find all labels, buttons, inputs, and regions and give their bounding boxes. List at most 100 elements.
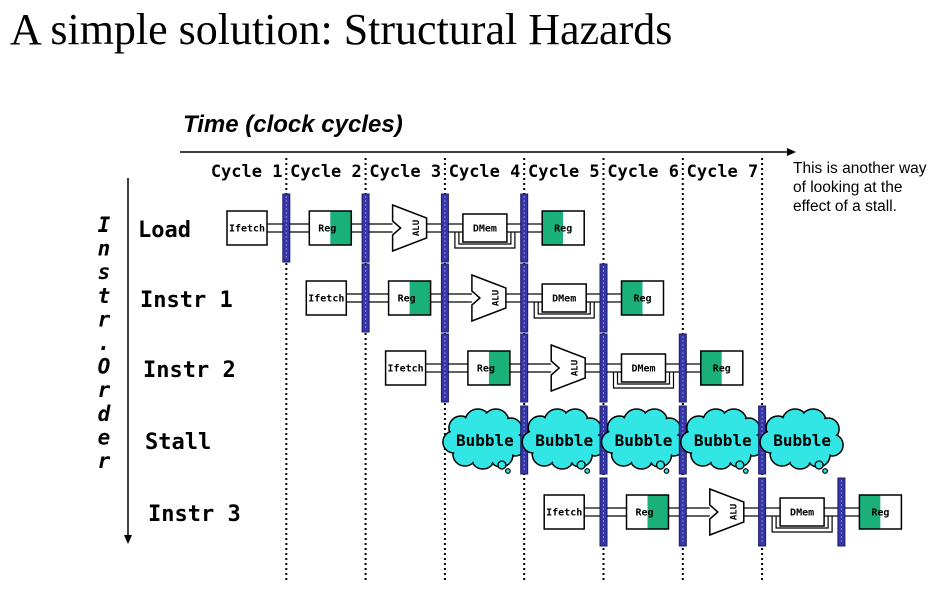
time-axis-label: Time (clock cycles) xyxy=(183,111,403,138)
reg-box xyxy=(620,280,665,316)
dmem-bypass-wire xyxy=(771,516,833,533)
instruction-order-letter: r xyxy=(98,449,111,473)
bubble-tail xyxy=(663,468,670,474)
bubble-label: Bubble xyxy=(615,431,673,450)
reg-label: Reg xyxy=(713,364,731,375)
bubble-label: Bubble xyxy=(773,431,831,450)
pipeline-row: Ifetch Reg ALU DMem Reg xyxy=(305,263,665,333)
bubble-fill xyxy=(779,417,825,463)
dmem-label: DMem xyxy=(473,224,497,235)
bubble: Bubble xyxy=(680,408,765,474)
reg-write-half xyxy=(542,211,564,245)
bubble-fill xyxy=(602,432,623,452)
ifetch-label: Ifetch xyxy=(229,224,265,235)
bubble-fill xyxy=(462,417,508,463)
instruction-order-letter: O xyxy=(98,355,111,379)
alu-label: ALU xyxy=(571,360,581,376)
cycle-label: Cycle 5 xyxy=(528,162,600,182)
bubble-fill xyxy=(541,417,587,463)
ifetch-box xyxy=(226,210,268,246)
bubble-tail xyxy=(584,468,591,474)
row-label: Instr 2 xyxy=(143,358,236,383)
reg-read-half xyxy=(467,351,489,385)
reg-label: Reg xyxy=(633,294,651,305)
ifetch-box xyxy=(384,350,427,386)
cycle-label: Cycle 4 xyxy=(449,162,521,182)
alu-shape xyxy=(709,487,745,537)
reg-read-half xyxy=(721,351,743,385)
reg-label: Reg xyxy=(318,224,336,235)
ifetch-label: Ifetch xyxy=(388,364,424,375)
reg-label: Reg xyxy=(477,364,495,375)
row-label: Instr 1 xyxy=(140,288,233,313)
reg-write-half xyxy=(330,211,352,245)
bubble-fill xyxy=(620,417,667,463)
ifetch-label: Ifetch xyxy=(308,294,344,305)
instruction-order-letter: r xyxy=(98,378,111,402)
row-label: Stall xyxy=(145,430,211,455)
instruction-order-letter: t xyxy=(98,284,111,308)
side-note: This is another way of looking at the ef… xyxy=(793,160,927,215)
reg-read-half xyxy=(309,211,331,245)
bubble-tail xyxy=(742,468,749,474)
reg-box xyxy=(625,494,670,530)
reg-label: Reg xyxy=(398,294,416,305)
dmem-bypass-wire xyxy=(454,232,516,249)
reg-box xyxy=(387,280,432,316)
dmem-bypass-wire xyxy=(537,302,591,315)
bubble-tail xyxy=(814,460,824,470)
bubble: Bubble xyxy=(442,408,527,474)
bubble-fill xyxy=(523,432,543,452)
instruction-order-letter: d xyxy=(98,402,112,426)
instruction-order-letter: n xyxy=(98,237,111,261)
reg-label: Reg xyxy=(635,508,653,519)
ifetch-box xyxy=(305,280,348,316)
dmem-box xyxy=(541,283,587,313)
reg-read-half xyxy=(388,281,410,315)
instruction-order-letter: I xyxy=(98,213,111,237)
dmem-bypass-wire xyxy=(612,372,675,389)
reg-read-half xyxy=(642,281,664,315)
reg-read-half xyxy=(563,211,585,245)
alu-shape xyxy=(471,273,507,323)
reg-write-half xyxy=(647,495,669,529)
instruction-order-axis xyxy=(124,178,132,544)
reg-box xyxy=(700,350,744,386)
instruction-order-letter: s xyxy=(98,260,111,284)
alu-shape xyxy=(391,203,428,253)
cycle-label: Cycle 3 xyxy=(369,162,441,182)
cycle-label: Cycle 2 xyxy=(290,162,362,182)
bubble-tail xyxy=(497,460,507,470)
dmem-label: DMem xyxy=(790,508,814,519)
alu-label: ALU xyxy=(412,220,422,236)
bubble-tail xyxy=(735,460,745,470)
reg-box xyxy=(467,350,511,386)
time-axis-arrow xyxy=(180,148,796,156)
instruction-order-letter: e xyxy=(98,425,111,449)
ifetch-label: Ifetch xyxy=(546,508,582,519)
dmem-bypass-wire xyxy=(533,302,595,319)
reg-read-half xyxy=(626,495,648,529)
row-label: Load xyxy=(138,218,191,243)
bubble-fill xyxy=(700,417,746,463)
dmem-box xyxy=(462,213,508,243)
instruction-order-letter: . xyxy=(98,331,111,355)
bubble-fill xyxy=(444,432,464,452)
row-label: Instr 3 xyxy=(148,502,241,527)
reg-write-half xyxy=(700,351,722,385)
dmem-bypass-wire xyxy=(616,372,671,385)
dmem-label: DMem xyxy=(552,294,576,305)
cycle-label: Cycle 6 xyxy=(607,162,679,182)
alu-label: ALU xyxy=(491,290,501,306)
reg-box xyxy=(308,210,353,246)
reg-write-half xyxy=(621,281,643,315)
alu-label: ALU xyxy=(729,504,739,520)
bubble-tail xyxy=(505,468,511,474)
dmem-bypass-wire xyxy=(458,232,512,245)
